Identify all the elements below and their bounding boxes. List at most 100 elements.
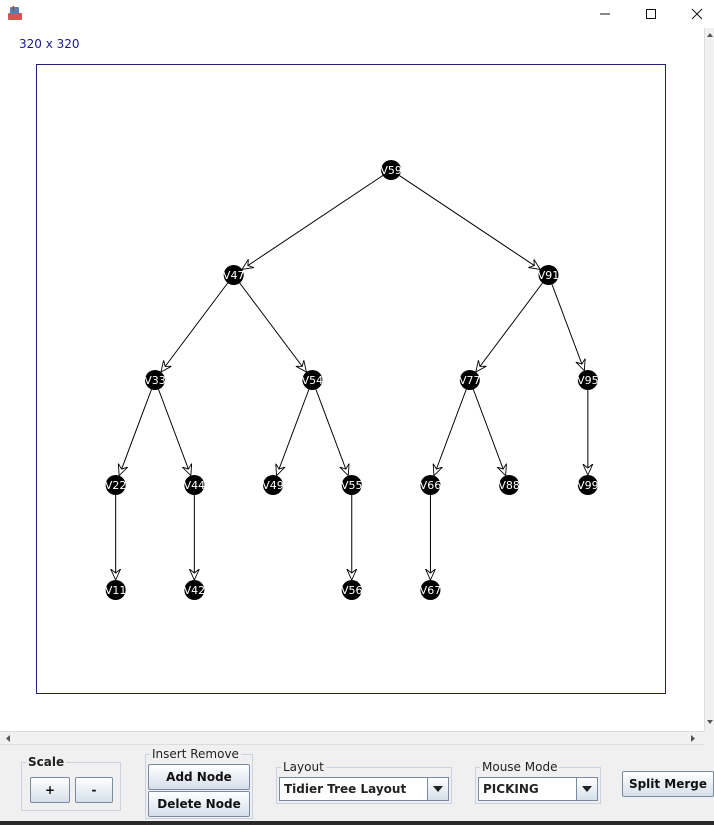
node-circle[interactable] — [145, 370, 165, 390]
layout-group: Layout — [276, 760, 452, 804]
node-circle[interactable] — [105, 580, 126, 600]
scroll-up-icon[interactable] — [706, 30, 714, 40]
layout-selected-value: Tidier Tree Layout — [284, 782, 407, 796]
scrollbar-corner — [704, 731, 714, 745]
node-V59[interactable]: V59 — [380, 160, 402, 180]
node-V11[interactable]: V11 — [105, 580, 127, 600]
node-V55[interactable]: V55 — [341, 475, 363, 495]
minimize-button[interactable] — [582, 0, 628, 28]
layout-select[interactable]: Tidier Tree Layout — [279, 777, 449, 801]
close-icon — [691, 8, 703, 20]
edge-V59-V91[interactable] — [399, 175, 540, 270]
node-label: V55 — [341, 479, 363, 492]
mouse-mode-group: Mouse Mode — [475, 760, 601, 804]
layout-dropdown-button[interactable] — [427, 778, 448, 800]
node-circle[interactable] — [302, 370, 323, 390]
edge-V33-V22[interactable] — [119, 389, 152, 475]
node-label: V11 — [105, 584, 127, 597]
node-circle[interactable] — [105, 475, 126, 495]
node-label: V54 — [302, 374, 324, 387]
node-label: V56 — [341, 584, 363, 597]
edge-V54-V49[interactable] — [277, 389, 310, 475]
scale-up-button[interactable]: + — [30, 777, 70, 803]
edge-V59-V47[interactable] — [242, 175, 384, 270]
title-bar — [0, 0, 714, 28]
node-V47[interactable]: V47 — [223, 265, 245, 285]
edge-V54-V55[interactable] — [315, 389, 348, 475]
node-V42[interactable]: V42 — [184, 580, 206, 600]
delete-node-button[interactable]: Delete Node — [148, 791, 250, 817]
node-label: V91 — [538, 269, 560, 282]
node-V66[interactable]: V66 — [420, 475, 442, 495]
node-circle[interactable] — [341, 580, 362, 600]
scale-down-button[interactable]: - — [75, 777, 113, 803]
maximize-button[interactable] — [628, 0, 674, 28]
node-label: V99 — [577, 479, 599, 492]
node-circle[interactable] — [381, 160, 402, 180]
scroll-left-icon[interactable] — [3, 734, 13, 743]
mouse-mode-selected-value: PICKING — [483, 782, 539, 796]
node-circle[interactable] — [184, 580, 205, 600]
node-label: V42 — [184, 584, 206, 597]
split-merge-button[interactable]: Split Merge — [622, 771, 714, 797]
horizontal-scrollbar[interactable] — [0, 731, 704, 745]
vertical-scrollbar[interactable] — [704, 28, 714, 731]
node-circle[interactable] — [420, 475, 441, 495]
insert-remove-group-title: Insert Remove — [152, 747, 239, 761]
node-V99[interactable]: V99 — [577, 475, 599, 495]
node-V56[interactable]: V56 — [341, 580, 363, 600]
node-label: V66 — [420, 479, 442, 492]
node-circle[interactable] — [184, 475, 205, 495]
node-V67[interactable]: V67 — [420, 580, 442, 600]
layout-group-title: Layout — [283, 760, 324, 774]
node-V44[interactable]: V44 — [184, 475, 206, 495]
mouse-mode-group-title: Mouse Mode — [482, 760, 558, 774]
edge-V47-V33[interactable] — [161, 282, 229, 372]
scroll-down-icon[interactable] — [706, 717, 714, 727]
node-circle[interactable] — [577, 370, 598, 390]
node-V95[interactable]: V95 — [577, 370, 599, 390]
edge-V33-V44[interactable] — [158, 389, 191, 475]
chevron-down-icon — [582, 786, 592, 792]
mouse-mode-dropdown-button[interactable] — [576, 778, 597, 800]
node-circle[interactable] — [223, 265, 244, 285]
node-circle[interactable] — [459, 370, 480, 390]
node-V22[interactable]: V22 — [105, 475, 127, 495]
canvas-size-label: 320 x 320 — [19, 37, 80, 51]
taskbar-strip — [0, 821, 714, 825]
node-label: V67 — [420, 584, 442, 597]
mouse-mode-select[interactable]: PICKING — [478, 777, 598, 801]
scroll-right-icon[interactable] — [688, 734, 698, 743]
chevron-down-icon — [433, 786, 443, 792]
node-label: V44 — [184, 479, 206, 492]
control-panel: Scale + - Insert Remove Add Node Delete … — [0, 745, 714, 825]
node-label: V59 — [380, 164, 402, 177]
minimize-icon — [600, 13, 610, 15]
insert-remove-group: Insert Remove — [145, 747, 253, 819]
edge-V77-V66[interactable] — [434, 389, 467, 475]
node-label: V77 — [459, 374, 481, 387]
node-circle[interactable] — [263, 475, 284, 495]
close-button[interactable] — [674, 0, 714, 28]
java-app-icon — [6, 4, 24, 22]
node-label: V33 — [144, 374, 166, 387]
node-label: V49 — [262, 479, 284, 492]
node-V88[interactable]: V88 — [498, 475, 520, 495]
node-V91[interactable]: V91 — [538, 265, 560, 285]
node-V77[interactable]: V77 — [459, 370, 481, 390]
node-V49[interactable]: V49 — [262, 475, 284, 495]
edge-V47-V54[interactable] — [239, 282, 307, 372]
node-circle[interactable] — [420, 580, 441, 600]
edge-V77-V88[interactable] — [472, 389, 505, 475]
node-V54[interactable]: V54 — [302, 370, 324, 390]
node-circle[interactable] — [499, 475, 520, 495]
node-circle[interactable] — [577, 475, 598, 495]
node-circle[interactable] — [538, 265, 559, 285]
edge-V91-V77[interactable] — [476, 282, 543, 372]
add-node-button[interactable]: Add Node — [148, 764, 250, 790]
node-circle[interactable] — [341, 475, 362, 495]
edge-V91-V95[interactable] — [551, 284, 584, 370]
node-V33[interactable]: V33 — [144, 370, 166, 390]
